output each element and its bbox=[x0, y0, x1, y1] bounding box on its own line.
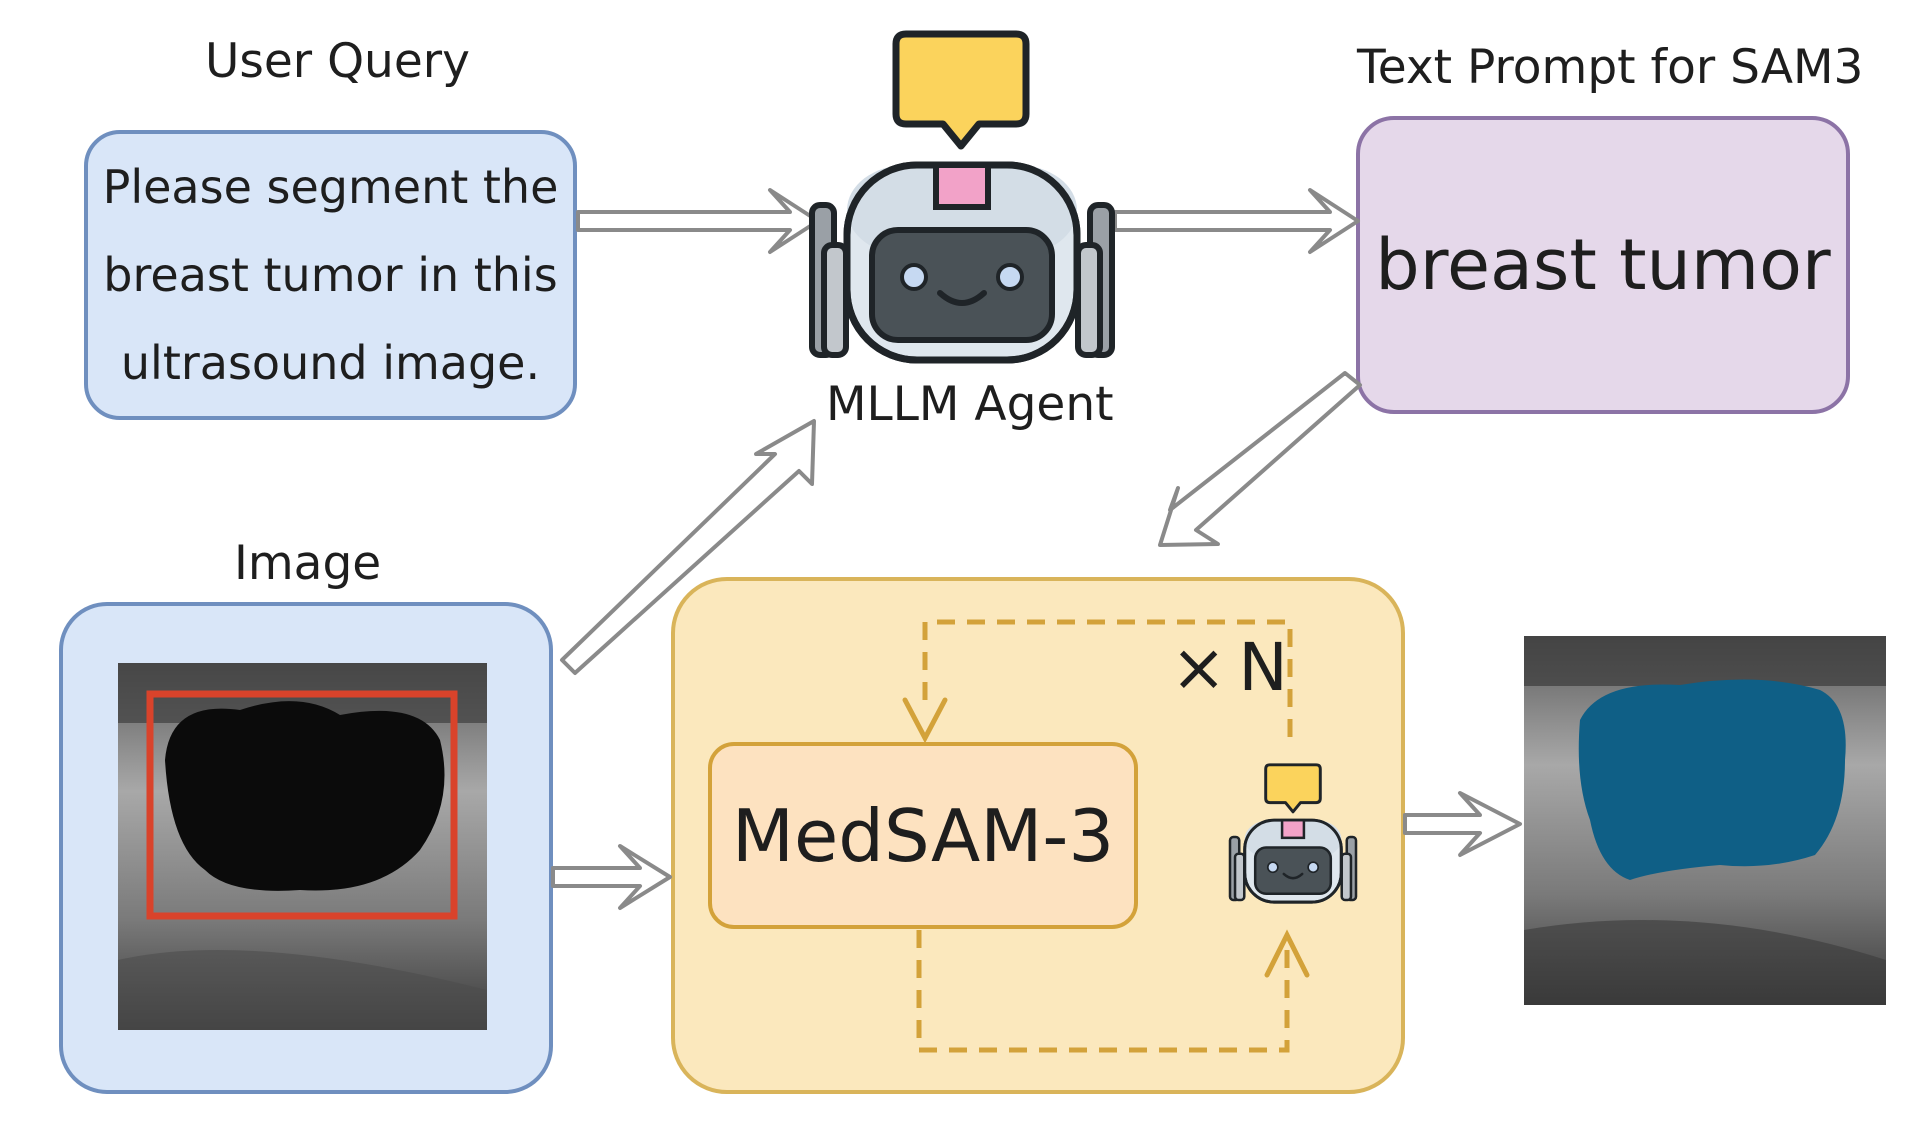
iteration-n: N bbox=[1238, 629, 1288, 706]
query-line-3: ultrasound image. bbox=[120, 336, 541, 390]
segmented-ultrasound-image bbox=[1524, 636, 1886, 1005]
text-prompt-box: breast tumor bbox=[1356, 116, 1850, 414]
arrow-agent-to-prompt bbox=[1113, 188, 1360, 254]
medsam-label: MedSAM-3 bbox=[731, 793, 1115, 878]
loop-arrowhead-up bbox=[1264, 929, 1310, 978]
arrow-image-to-panel bbox=[551, 844, 672, 910]
times-symbol: × bbox=[1171, 629, 1227, 706]
robot-agent-small-icon bbox=[1228, 818, 1358, 904]
medsam-box: MedSAM-3 bbox=[708, 742, 1138, 929]
image-label: Image bbox=[234, 536, 382, 591]
mllm-agent-label: MLLM Agent bbox=[826, 377, 1114, 432]
text-prompt-value: breast tumor bbox=[1375, 224, 1831, 306]
bounding-box bbox=[146, 690, 458, 920]
arrow-prompt-to-medsam bbox=[1158, 371, 1362, 547]
user-query-box: Please segment the breast tumor in this … bbox=[84, 130, 577, 420]
text-prompt-label: Text Prompt for SAM3 bbox=[1357, 40, 1864, 95]
speech-bubble-small-icon bbox=[1264, 763, 1322, 814]
iteration-count: × N bbox=[1171, 635, 1288, 701]
ultrasound-image bbox=[118, 663, 487, 1030]
arrow-panel-to-output bbox=[1403, 791, 1522, 857]
query-line-1: Please segment the bbox=[102, 160, 559, 214]
iteration-loop bbox=[916, 619, 1293, 1053]
arrow-image-to-agent bbox=[560, 419, 816, 675]
user-query-label: User Query bbox=[205, 34, 470, 89]
loop-arrowhead-down bbox=[902, 697, 948, 744]
query-line-2: breast tumor in this bbox=[103, 248, 558, 302]
speech-bubble-icon bbox=[896, 34, 1026, 146]
robot-agent-icon bbox=[812, 165, 1112, 360]
arrow-query-to-agent bbox=[576, 188, 820, 254]
